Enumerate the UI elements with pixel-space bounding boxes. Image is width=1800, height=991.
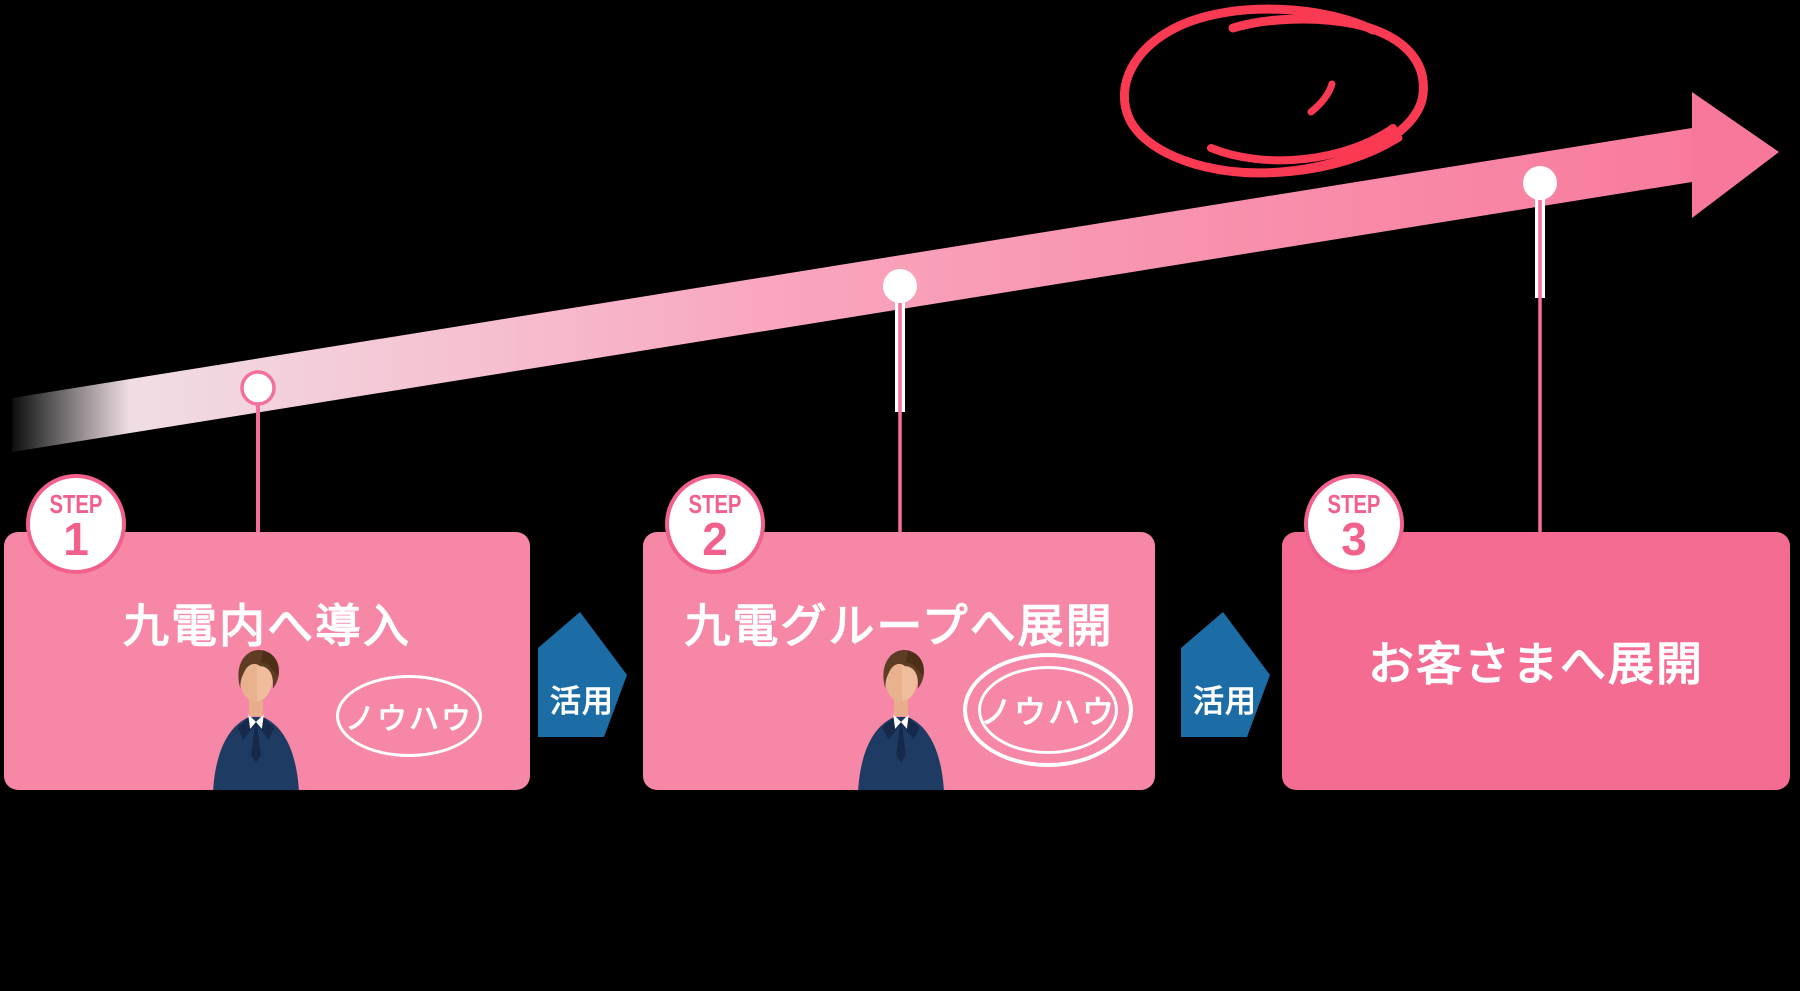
step-2-badge-number: 2: [702, 513, 728, 565]
step-3-badge-label: STEP: [1327, 489, 1381, 519]
step-box-1: 九電内へ導入 ノウハウ: [4, 532, 530, 790]
businessman-icon: [858, 649, 944, 790]
step-1-badge: STEP 1: [26, 474, 126, 574]
utilization-arrow-1-label: 活用: [550, 684, 614, 719]
step-1-badge-label: STEP: [49, 489, 103, 519]
step-2-title: 九電グループへ展開: [684, 600, 1114, 652]
utilization-arrow-2: 活用: [1181, 612, 1270, 737]
milestone-dot-1: [240, 370, 276, 406]
step-1-badge-number: 1: [63, 513, 89, 565]
red-circle-annotation: [1119, 4, 1428, 178]
step-3-badge-number: 3: [1341, 513, 1367, 565]
businessman-icon: [213, 649, 299, 790]
step-3-title: お客さまへ展開: [1368, 638, 1704, 690]
knowhow-tag-2-label: ノウハウ: [980, 694, 1117, 730]
milestone-dot-2: [883, 269, 917, 303]
step-2-badge-label: STEP: [688, 489, 742, 519]
knowhow-tag-2-inner-ring: ノウハウ: [978, 666, 1118, 754]
growth-arrow-shaft: [12, 128, 1692, 452]
step-box-3: お客さまへ展開: [1282, 532, 1790, 790]
knowhow-tag-2: ノウハウ: [963, 653, 1133, 767]
knowhow-tag-1-label: ノウハウ: [345, 703, 473, 736]
step-3-badge: STEP 3: [1304, 474, 1404, 574]
step-1-title: 九電内へ導入: [123, 600, 411, 652]
knowhow-tag-1: ノウハウ: [336, 675, 482, 757]
milestone-dot-3: [1523, 166, 1557, 200]
utilization-arrow-2-label: 活用: [1193, 684, 1257, 719]
step-box-2: 九電グループへ展開 ノウハウ: [643, 532, 1155, 790]
utilization-arrow-1: 活用: [538, 612, 627, 737]
growth-arrow-head: [1692, 92, 1779, 218]
step-2-badge: STEP 2: [665, 474, 765, 574]
